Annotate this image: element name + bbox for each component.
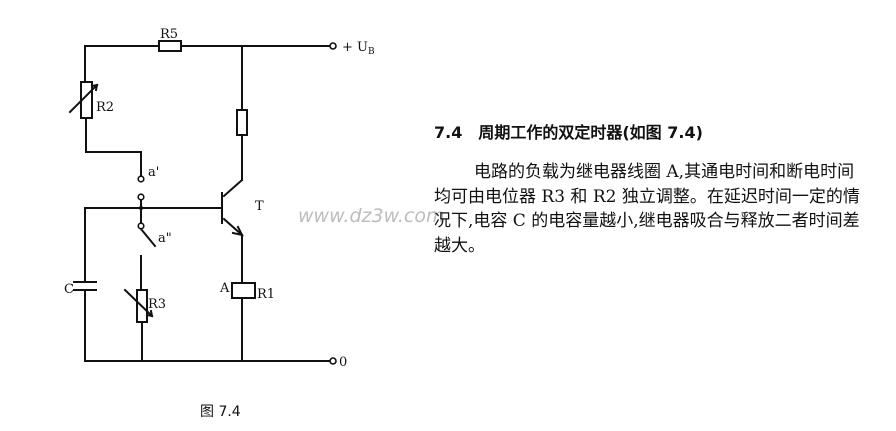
switch-a1-contact-top [137,175,145,183]
supply-label-sub: B [368,47,375,57]
resistor-r5 [158,40,182,52]
r2-arrow [68,83,99,114]
switch-a1-contact-bottom [137,193,145,201]
switch-a2-blade [139,227,157,248]
resistor-collector [236,109,248,136]
transistor-collector [222,178,244,198]
r3-arrow-head [145,309,154,318]
section-number: 7.4 [434,123,463,142]
capacitor-label: C [64,282,74,297]
supply-terminal [329,42,337,50]
r2-to-switch-wire [85,117,142,177]
transistor-emitter [222,217,244,237]
switch-a1-label: a' [148,165,159,180]
r3-arrow [123,288,154,318]
figure-caption: 图 7.4 [200,404,241,420]
supply-label: + UB [342,40,375,57]
watermark: www.dz3w.com [298,205,445,227]
ground-terminal [329,357,337,365]
r5-label: R5 [160,27,178,42]
switch-a2-label: a" [158,231,172,246]
relay-coil-a [231,282,256,299]
section-title: 7.4 周期工作的双定时器(如图 7.4) [434,119,703,143]
r1-label: R1 [257,287,275,302]
supply-label-main: + U [342,40,368,55]
capacitor-top-wire [84,207,142,283]
r2-label: R2 [96,100,114,115]
ground-label: 0 [339,355,347,370]
relay-label: A [219,281,230,296]
section-title-text: 周期工作的双定时器(如图 7.4) [478,123,703,142]
section-body: 电路的负载为继电器线圈 A,其通电时间和断电时间均可由电位器 R3 和 R2 独… [434,162,860,256]
transistor-label: T [255,199,264,214]
r3-label: R3 [148,297,166,312]
r2-arrow-head [90,83,99,92]
